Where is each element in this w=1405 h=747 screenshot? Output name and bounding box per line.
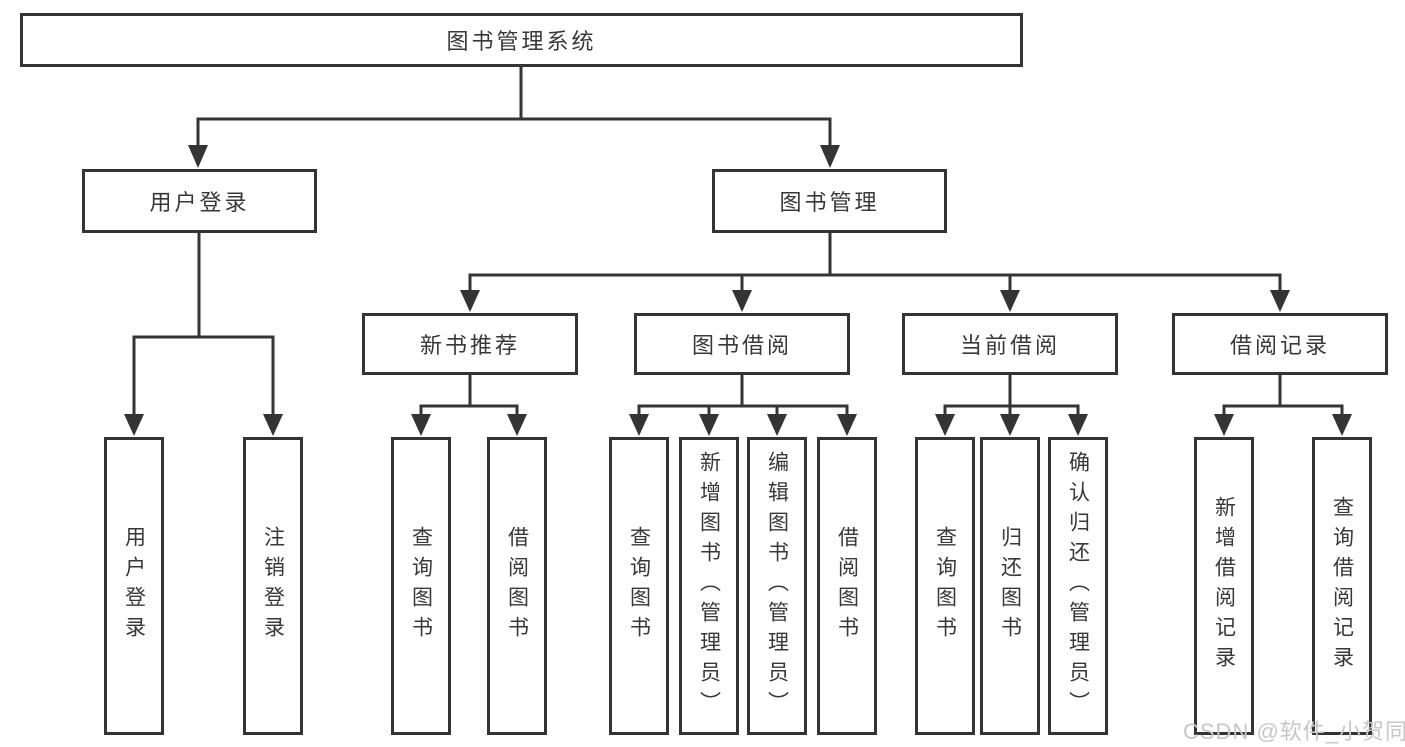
leaf-cb-confirm-return-admin-label: 确认归还（管理员） — [1066, 451, 1090, 721]
node-book-borrow-label: 图书借阅 — [691, 333, 792, 358]
leaf-br-add-record: 新增借阅记录 — [1194, 437, 1254, 735]
leaf-br-query-record-label: 查询借阅记录 — [1330, 496, 1354, 676]
leaf-nb-borrow-books-label: 借阅图书 — [505, 526, 529, 646]
node-root-label: 图书管理系统 — [446, 29, 597, 54]
leaf-bb-add-books-admin: 新增图书（管理员） — [679, 437, 739, 735]
leaf-bb-edit-books-admin: 编辑图书（管理员） — [747, 437, 807, 735]
leaf-cb-query-books-label: 查询图书 — [933, 526, 957, 646]
leaf-bb-borrow-books: 借阅图书 — [817, 437, 877, 735]
leaf-nb-borrow-books: 借阅图书 — [487, 437, 547, 735]
leaf-cb-return-books: 归还图书 — [980, 437, 1040, 735]
leaf-bb-query-books: 查询图书 — [609, 437, 669, 735]
node-new-book-recommend-label: 新书推荐 — [419, 333, 520, 358]
leaf-cb-return-books-label: 归还图书 — [998, 526, 1022, 646]
leaf-br-add-record-label: 新增借阅记录 — [1212, 496, 1236, 676]
leaf-logout-label: 注销登录 — [261, 526, 285, 646]
node-root: 图书管理系统 — [20, 13, 1023, 67]
leaf-nb-query-books: 查询图书 — [391, 437, 451, 735]
node-book-management-label: 图书管理 — [779, 190, 880, 215]
node-new-book-recommend: 新书推荐 — [362, 313, 578, 375]
leaf-logout: 注销登录 — [243, 437, 303, 735]
leaf-bb-query-books-label: 查询图书 — [627, 526, 651, 646]
node-book-borrow: 图书借阅 — [634, 313, 850, 375]
leaf-bb-borrow-books-label: 借阅图书 — [835, 526, 859, 646]
leaf-cb-query-books: 查询图书 — [915, 437, 975, 735]
node-current-borrow-label: 当前借阅 — [959, 333, 1060, 358]
leaf-bb-edit-books-admin-label: 编辑图书（管理员） — [765, 451, 789, 721]
node-book-management: 图书管理 — [712, 169, 947, 233]
node-user-login: 用户登录 — [82, 169, 317, 233]
leaf-nb-query-books-label: 查询图书 — [409, 526, 433, 646]
watermark: CSDN @软件_小贺同学 — [1183, 719, 1405, 744]
leaf-cb-confirm-return-admin: 确认归还（管理员） — [1048, 437, 1108, 735]
node-borrow-records: 借阅记录 — [1172, 313, 1388, 375]
node-borrow-records-label: 借阅记录 — [1229, 333, 1330, 358]
node-user-login-label: 用户登录 — [149, 190, 250, 215]
leaf-user-login: 用户登录 — [104, 437, 164, 735]
leaf-br-query-record: 查询借阅记录 — [1312, 437, 1372, 735]
leaf-bb-add-books-admin-label: 新增图书（管理员） — [697, 451, 721, 721]
leaf-user-login-label: 用户登录 — [122, 526, 146, 646]
node-current-borrow: 当前借阅 — [902, 313, 1118, 375]
